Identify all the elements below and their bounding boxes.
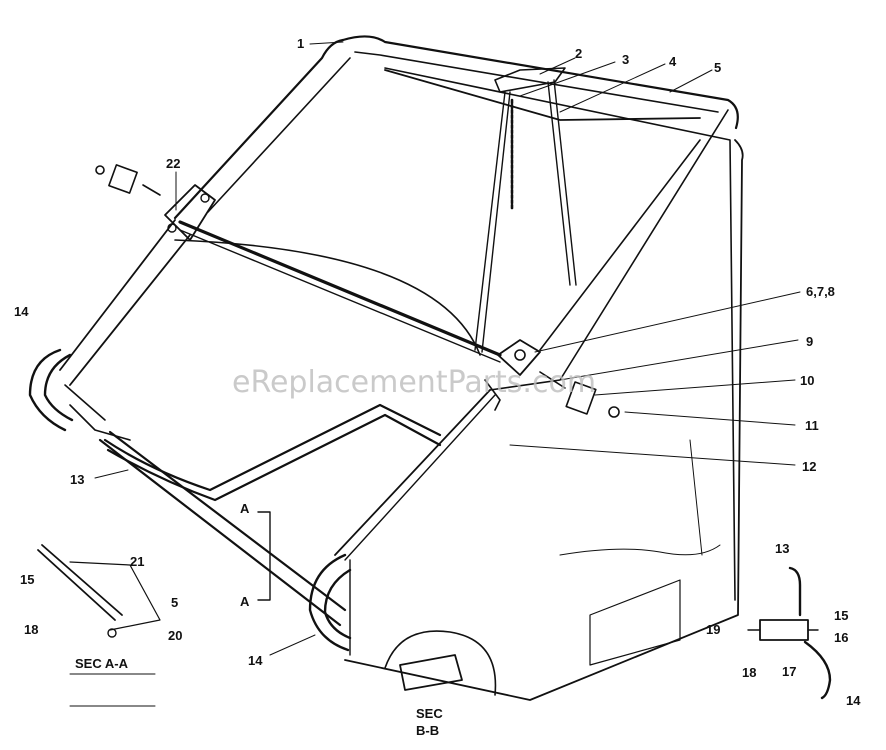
- callout-sec-a-5: 5: [171, 595, 178, 610]
- callout-sec-b-13: 13: [775, 541, 789, 556]
- callout-14-front: 14: [248, 653, 263, 668]
- bag-top-frame: [173, 35, 739, 220]
- section-b-b-title-2: B-B: [416, 723, 439, 738]
- callout-sec-b-19: 19: [706, 622, 720, 637]
- callout-sec-b-14: 14: [846, 693, 861, 708]
- section-a-marker: A A: [240, 501, 271, 609]
- section-a-top-label: A: [240, 501, 250, 516]
- callout-11: 11: [805, 418, 819, 433]
- callout-9: 9: [806, 334, 813, 349]
- callout-sec-a-18: 18: [24, 622, 38, 637]
- section-b-b-title-1: SEC: [416, 706, 443, 721]
- bottom-frame-rod: [98, 403, 442, 627]
- bag-left-panel: [59, 219, 481, 441]
- callout-13: 13: [70, 472, 84, 487]
- callout-22: 22: [166, 156, 180, 171]
- callout-14-left: 14: [14, 304, 29, 319]
- section-b-b-detail: SEC B-B: [384, 630, 497, 738]
- clamp-detail: [747, 566, 832, 700]
- callout-12: 12: [802, 459, 816, 474]
- callout-1: 1: [297, 36, 304, 51]
- callout-sec-b-16: 16: [834, 630, 848, 645]
- callout-2: 2: [575, 46, 582, 61]
- left-bracket-hardware: [95, 164, 216, 241]
- callout-4: 4: [669, 54, 677, 69]
- axle-rod: [178, 220, 502, 363]
- section-a-a-detail: SEC A-A: [37, 544, 161, 707]
- callout-10: 10: [800, 373, 814, 388]
- callout-sec-a-20: 20: [168, 628, 182, 643]
- front-frame-loop: [308, 553, 352, 652]
- hanger-assembly: [474, 67, 577, 353]
- callout-sec-b-15: 15: [834, 608, 848, 623]
- section-a-bottom-label: A: [240, 594, 250, 609]
- bag-body: [334, 67, 744, 701]
- callout-5: 5: [714, 60, 721, 75]
- callout-6-7-8: 6,7,8: [806, 284, 835, 299]
- left-frame-loop: [28, 348, 74, 432]
- callout-sec-a-21: 21: [130, 554, 144, 569]
- leader-lines: [94, 41, 801, 656]
- callout-sec-b-18: 18: [742, 665, 756, 680]
- callout-sec-b-17: 17: [782, 664, 796, 679]
- watermark-text: eReplacementParts.com: [232, 365, 596, 400]
- callout-3: 3: [622, 52, 629, 67]
- part-callouts: 1 2 3 4 5 6,7,8 9 10 11 12 13 14 14 22 1…: [14, 36, 861, 708]
- section-a-a-title: SEC A-A: [75, 656, 129, 671]
- right-bracket-hardware: [484, 339, 620, 418]
- callout-sec-a-15: 15: [20, 572, 34, 587]
